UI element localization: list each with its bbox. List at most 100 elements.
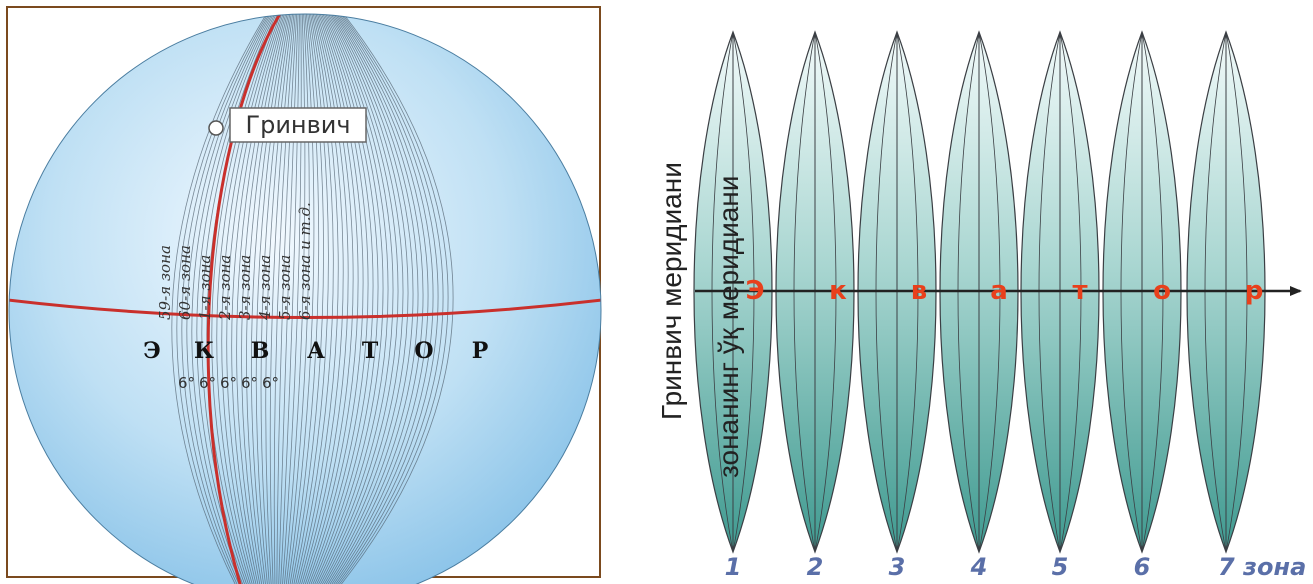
- globe-meridian: [280, 14, 302, 584]
- zone-label-60: 60-я зона: [176, 245, 194, 320]
- globe-meridian: [320, 14, 444, 584]
- zone-number-5: 5: [1052, 553, 1069, 581]
- zone-number-3: 3: [889, 553, 906, 581]
- greenwich-point: [208, 120, 224, 136]
- globe-meridian: [317, 14, 434, 584]
- degree-label-2: 6°: [199, 374, 216, 392]
- zone-number-2: 2: [807, 553, 824, 581]
- degree-label-3: 6°: [220, 374, 237, 392]
- greenwich-label-box: [229, 107, 367, 143]
- globe-meridian: [316, 14, 429, 584]
- zone-label-59: 59-я зона: [156, 245, 174, 320]
- globe-meridian: [284, 14, 315, 584]
- zones-equator-letters: Э к в а т о р: [745, 276, 1263, 306]
- globe-meridian: [323, 14, 454, 584]
- globe-meridian: [276, 14, 298, 584]
- zone-label-3: 3-я зона: [236, 255, 254, 320]
- globe: [9, 14, 601, 584]
- globe-meridian: [313, 14, 419, 584]
- globe-meridian: [201, 14, 276, 584]
- globe-zone-labels: 59-я зона 60-я зона 1-я зона 2-я зона 3-…: [156, 202, 314, 321]
- globe-meridian: [295, 14, 354, 584]
- greenwich-meridian-label: Гринвич меридиани: [656, 162, 687, 420]
- globe-sphere: [9, 14, 601, 584]
- globe-meridian: [281, 14, 306, 584]
- globe-meridian: [171, 14, 267, 584]
- globe-meridian: [273, 14, 296, 584]
- zone-label-1: 1-я зона: [196, 255, 214, 320]
- globe-meridians: [171, 14, 454, 584]
- globe-meridian: [302, 14, 379, 584]
- greenwich-meridian-line: [206, 14, 282, 584]
- globe-meridian: [287, 14, 324, 584]
- zone-number-7: 7 зона: [1218, 553, 1306, 581]
- globe-degree-labels: 6° 6° 6° 6° 6°: [178, 374, 279, 392]
- globe-meridian: [306, 14, 394, 584]
- zone-label-2: 2-я зона: [216, 255, 234, 321]
- globe-meridian: [321, 14, 449, 584]
- globe-meridian: [216, 14, 280, 584]
- zones-equator-letter-2: к: [829, 276, 847, 306]
- degree-label-1: 6°: [178, 374, 195, 392]
- globe-meridian: [250, 14, 289, 584]
- globe-meridian: [291, 14, 339, 584]
- globe-equator-line: [9, 298, 601, 319]
- globe-equator-letter-3: В: [251, 338, 270, 364]
- globe-meridian: [226, 14, 282, 584]
- globe-equator-letter-5: Т: [362, 338, 379, 364]
- zone-number-4: 4: [970, 553, 988, 581]
- globe-meridian: [231, 14, 284, 584]
- globe-equator-letter-1: Э: [143, 338, 161, 364]
- zones-equator-letter-1: Э: [745, 276, 764, 306]
- globe-meridian: [211, 14, 278, 584]
- globe-meridian: [297, 14, 359, 584]
- globe-meridian: [290, 14, 334, 584]
- zone-number-1: 1: [725, 553, 742, 581]
- globe-meridian: [191, 14, 273, 584]
- degree-label-4: 6°: [241, 374, 258, 392]
- globe-meridian: [255, 14, 291, 584]
- globe-meridian: [186, 14, 271, 584]
- globe-meridian: [283, 14, 310, 584]
- zone-label-4: 4-я зона: [256, 255, 274, 321]
- globe-meridian: [265, 14, 293, 584]
- globe-meridian: [181, 14, 270, 584]
- globe-meridian: [292, 14, 344, 584]
- globe-equator-letter-4: А: [307, 338, 325, 364]
- globe-meridian: [299, 14, 369, 584]
- globe-equator-letter-2: К: [194, 338, 214, 364]
- globe-equator-letter-6: О: [414, 338, 433, 364]
- globe-meridian: [279, 14, 300, 584]
- globe-meridian: [260, 14, 292, 584]
- globe-meridian: [277, 14, 299, 584]
- zone-number-6: 6: [1134, 553, 1151, 581]
- globe-meridian: [221, 14, 281, 584]
- zones-equator-letter-4: а: [990, 276, 1008, 306]
- zone-label-5: 5-я зона: [276, 255, 294, 320]
- globe-meridian: [315, 14, 424, 584]
- degree-label-5: 6°: [262, 374, 279, 392]
- globe-meridian: [298, 14, 364, 584]
- globe-meridian: [236, 14, 285, 584]
- greenwich-label: Гринвич: [245, 111, 350, 139]
- globe-meridian: [312, 14, 414, 584]
- globe-meridian: [303, 14, 384, 584]
- globe-meridian: [294, 14, 349, 584]
- zones-equator-letter-3: в: [911, 276, 927, 306]
- globe-meridian: [241, 14, 287, 584]
- zone-numbers: 1 2 3 4 5 6 7 зона: [725, 553, 1307, 581]
- globe-meridian: [310, 14, 409, 584]
- globe-meridian: [319, 14, 439, 584]
- zones-equator-letter-5: т: [1072, 276, 1087, 306]
- zone-label-6: 6-я зона и т.д.: [296, 202, 314, 320]
- globe-meridian: [309, 14, 404, 584]
- globe-outline: [8, 13, 602, 584]
- globe-meridian: [308, 14, 399, 584]
- zones-equator-letter-7: р: [1245, 276, 1264, 306]
- zone-axis-meridian-label: зонанинг ўқ меридиани: [713, 176, 744, 478]
- globe-meridian: [305, 14, 389, 584]
- globe-meridian: [246, 14, 288, 584]
- globe-meridian: [285, 14, 320, 584]
